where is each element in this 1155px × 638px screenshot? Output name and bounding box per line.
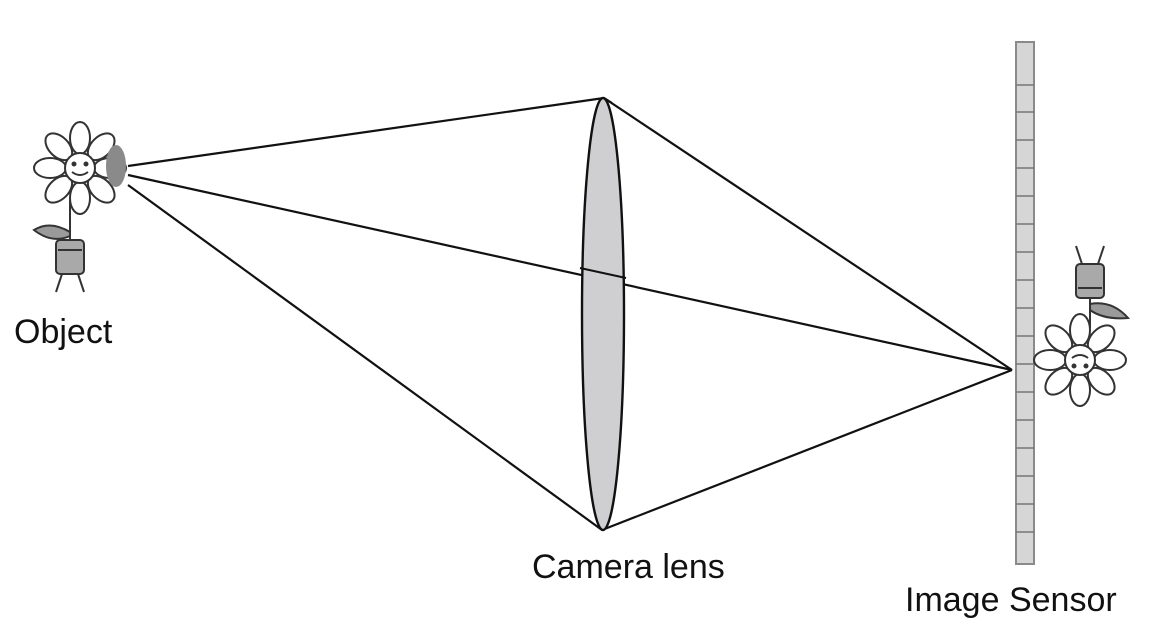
ray-refracted-top-through-lens	[603, 97, 613, 104]
flower-center	[64, 152, 96, 184]
inverted-flower-pot	[1075, 263, 1105, 299]
flower-petals	[33, 121, 127, 215]
flower-pot	[55, 239, 85, 275]
ray-bottom	[127, 184, 603, 531]
inverted-image-flower-icon	[1033, 245, 1131, 407]
image-sensor	[1015, 41, 1035, 565]
flower-leaf	[32, 224, 71, 240]
camera-lens-label: Camera lens	[532, 548, 725, 586]
flower-shadow	[106, 145, 126, 187]
inverted-flower-leaf	[1089, 302, 1131, 320]
light-rays	[127, 96, 1013, 532]
object-label: Object	[14, 313, 113, 351]
sensor-ticks	[1016, 84, 1034, 533]
ray-center	[127, 173, 1013, 372]
ray-refracted-bottom	[601, 368, 1013, 532]
camera-lens	[580, 96, 626, 532]
ray-center-through-lens	[579, 267, 627, 279]
object-flower-icon	[32, 121, 127, 293]
ray-refracted-top	[603, 97, 1013, 371]
inverted-flower-petals	[1033, 313, 1127, 407]
flower-face	[71, 171, 89, 176]
ray-top	[127, 96, 605, 168]
image-sensor-label: Image Sensor	[905, 581, 1117, 619]
